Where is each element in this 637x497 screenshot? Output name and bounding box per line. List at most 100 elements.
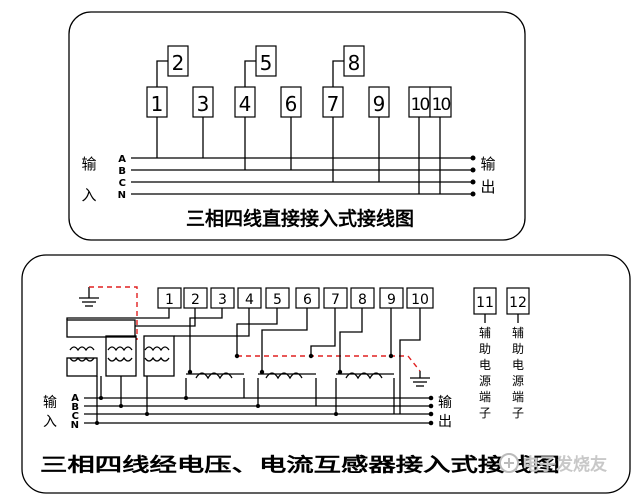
vt-coil-3	[144, 346, 170, 352]
ground-icon-right	[410, 371, 430, 387]
bphase-a-label: A	[71, 393, 79, 404]
aux-label-12-1: 助	[512, 342, 524, 356]
voltage-transformers	[66, 319, 175, 377]
vt-coil-2	[107, 346, 133, 352]
input-label-1: 输	[81, 155, 96, 173]
wire-b3	[189, 308, 223, 372]
ct-coil-1	[195, 372, 233, 380]
vt-coil-1	[69, 346, 95, 352]
vt-coil-1b	[69, 356, 95, 362]
tap-dot-2	[119, 404, 123, 408]
tap-dot-3	[145, 412, 149, 416]
vt-coil-3b	[144, 356, 170, 362]
aux-label-11-1: 助	[479, 342, 491, 356]
link-2-1	[156, 60, 168, 87]
terminal-label-2: 2	[172, 51, 185, 75]
terminal-label-10b: 10	[432, 95, 451, 115]
bterm-label-2: 2	[191, 292, 200, 308]
wire-b6	[261, 308, 308, 372]
direct-connection-diagram: 2 5 8 1 3 4 6 7 9 10 10	[68, 11, 526, 241]
tap-dot-1	[99, 396, 103, 400]
aux-label-col-11: 辅 助 电 源 端 子	[479, 326, 491, 420]
top-caption: 三相四线直接接入式接线图	[186, 207, 414, 230]
bphase-b-label: B	[71, 402, 79, 413]
aux-label-12-5: 子	[512, 406, 524, 420]
wire-b1	[66, 308, 170, 320]
bterm-label-4: 4	[245, 292, 254, 308]
transformer-connection-diagram: 1 2 3 4 5 6 7 8 9 10 11 12 辅	[21, 254, 631, 494]
aux-terminal-label-11: 11	[476, 295, 494, 311]
wire-b8	[339, 308, 363, 372]
bbus-a-end	[428, 395, 434, 401]
bus-taps	[95, 376, 395, 425]
aux-label-12-2: 电	[512, 358, 524, 372]
wire-b5	[236, 308, 278, 356]
terminal-label-9: 9	[373, 92, 386, 116]
aux-label-12-0: 辅	[512, 326, 524, 340]
bus-c-end	[470, 179, 476, 185]
bphase-n-label: N	[71, 420, 79, 431]
aux-label-col-12: 辅 助 电 源 端 子	[512, 326, 524, 420]
boutput-label-2: 出	[438, 414, 452, 430]
bterm-label-1: 1	[165, 292, 174, 308]
bphase-c-label: C	[72, 411, 79, 422]
wire-b4	[174, 308, 250, 337]
tap-dot-8	[334, 412, 338, 416]
bottom-terminals: 1 2 3 4 5 6 7 8 9 10	[157, 287, 434, 309]
phase-a-label: A	[118, 154, 126, 165]
link-5-4	[244, 60, 256, 87]
aux-label-12-3: 源	[512, 374, 524, 388]
bterm-label-7: 7	[331, 292, 340, 308]
bottom-caption: 三相四线经电压、电流互感器接入式接线图	[40, 453, 560, 476]
watermark-text: 电子发烧友	[522, 454, 607, 475]
ground-icon-left	[79, 287, 99, 307]
vt-frame-3	[143, 335, 175, 377]
terminal-label-7: 7	[327, 92, 340, 116]
terminal-label-6: 6	[285, 92, 298, 116]
aux-label-11-5: 子	[479, 406, 491, 420]
bterm-label-6: 6	[303, 292, 312, 308]
bterm-label-10: 10	[411, 292, 429, 308]
aux-label-11-2: 电	[479, 358, 491, 372]
terminal-label-4: 4	[239, 92, 252, 116]
bus-a-end	[470, 155, 476, 161]
output-label-1: 输	[480, 155, 495, 173]
binput-label-1: 输	[43, 395, 57, 411]
phase-c-label: C	[119, 178, 126, 189]
watermark-logo: 电子发烧友	[499, 453, 607, 475]
top-panel-frame	[68, 11, 526, 241]
bterm-label-5: 5	[273, 292, 282, 308]
bbus-c-end	[428, 411, 434, 417]
aux-label-11-3: 源	[479, 374, 491, 388]
aux-label-12-4: 端	[512, 390, 524, 404]
aux-label-11-4: 端	[479, 390, 491, 404]
boutput-label-1: 输	[438, 395, 452, 411]
ct-coil-3	[345, 372, 383, 380]
phase-n-label: N	[118, 190, 126, 201]
terminal-label-10a: 10	[411, 95, 430, 115]
terminal-label-5: 5	[260, 51, 273, 75]
bterm-label-3: 3	[218, 292, 227, 308]
vt-coil-2b	[107, 356, 133, 362]
tap-dot-n	[95, 421, 99, 425]
ct-coil-2	[265, 372, 303, 380]
watermark-icon-cross	[504, 458, 514, 468]
tap-dot-4	[184, 396, 188, 400]
red-dashed-ground-link-left	[89, 286, 138, 340]
bus-n-end	[470, 191, 476, 197]
output-label-2: 出	[480, 178, 495, 196]
bus-b-end	[470, 167, 476, 173]
terminal-label-3: 3	[197, 92, 210, 116]
phase-b-label: B	[118, 166, 126, 177]
input-label-2: 入	[81, 186, 96, 204]
bterm-label-9: 9	[387, 292, 396, 308]
bterm-label-8: 8	[358, 292, 367, 308]
tap-dot-6	[256, 404, 260, 408]
link-8-7	[332, 60, 344, 87]
vt-frame-upper	[66, 319, 136, 338]
bbus-n-end	[428, 420, 434, 426]
bottom-terminal-wires	[66, 308, 421, 414]
aux-terminal-label-12: 12	[509, 295, 527, 311]
terminal-label-8: 8	[348, 51, 361, 75]
